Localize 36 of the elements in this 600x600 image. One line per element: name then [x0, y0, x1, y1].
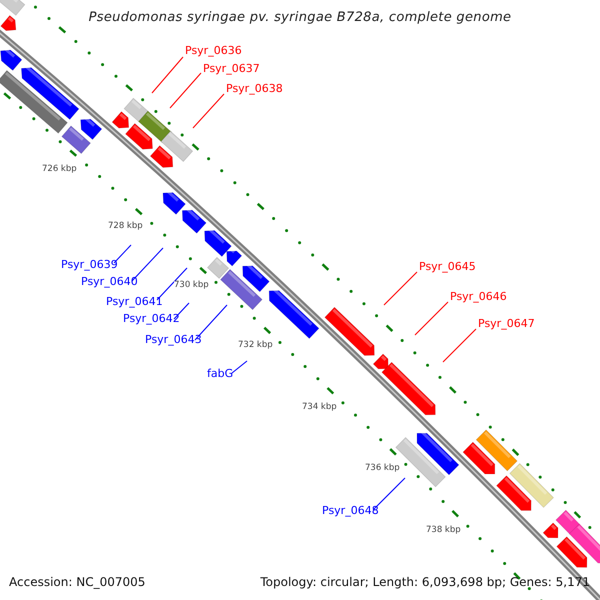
gene-label: Psyr_0636 — [185, 45, 242, 56]
position-label: 736 kbp — [365, 464, 400, 472]
leader-line — [152, 56, 184, 94]
gene-label: Psyr_0648 — [322, 505, 379, 516]
position-label: 732 kbp — [238, 341, 273, 350]
title: Pseudomonas syringae pv. syringae B728a, complete genome — [88, 11, 512, 24]
leader-line — [442, 328, 476, 362]
genome-stats-text: Topology: circular; Length: 6,093,698 bp; Genes: 5,171 — [260, 576, 590, 588]
gene-label: Psyr_0637 — [203, 63, 260, 74]
leader-line — [132, 248, 164, 282]
leader-line — [194, 304, 228, 340]
leader-line — [372, 478, 406, 510]
leader-line — [114, 244, 132, 264]
gene-label: Psyr_0643 — [145, 334, 202, 345]
gene-label: fabG — [207, 368, 234, 379]
leader-line — [170, 72, 202, 108]
leader-line — [232, 360, 248, 374]
gene-label: Psyr_0645 — [419, 261, 476, 272]
gene-label: Psyr_0640 — [81, 276, 138, 287]
leader-line — [384, 272, 418, 306]
gene-label: Psyr_0639 — [61, 259, 118, 270]
gene-label: Psyr_0641 — [106, 296, 163, 307]
gene-label: Psyr_0638 — [226, 83, 283, 94]
leader-line — [414, 302, 448, 336]
accession-text: Accession: NC_007005 — [9, 576, 146, 588]
leader-line — [156, 268, 188, 300]
gene-label: Psyr_0642 — [123, 313, 180, 324]
position-label: 734 kbp — [302, 403, 337, 412]
gene-label: Psyr_0647 — [478, 318, 535, 329]
position-label: 730 kbp — [174, 281, 209, 290]
position-label: 728 kbp — [108, 222, 143, 230]
leader-line — [174, 302, 190, 320]
gene-label: Psyr_0646 — [450, 291, 507, 302]
position-label: 738 kbp — [426, 526, 461, 534]
position-label: 726 kbp — [42, 165, 77, 174]
leader-line — [192, 94, 224, 128]
